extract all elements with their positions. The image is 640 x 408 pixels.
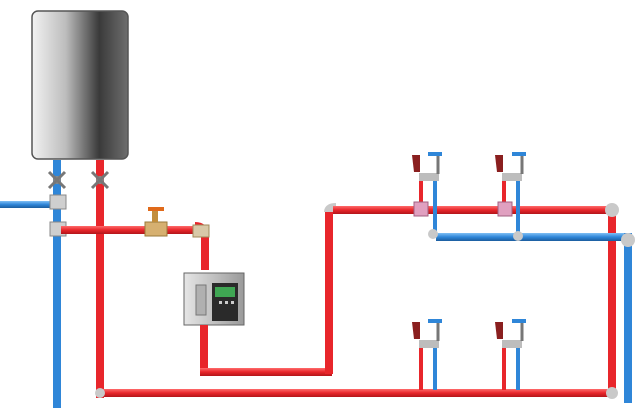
return-pipe-upper — [61, 222, 210, 270]
hot-return-bottom — [95, 387, 618, 399]
hot-water-outlet-pipe — [96, 160, 104, 398]
faucet-group-2 — [495, 152, 526, 241]
hot-valve-icon — [90, 170, 110, 190]
faucet-group-4 — [495, 319, 526, 390]
faucet-group-3 — [412, 319, 442, 390]
circulation-pump — [183, 272, 245, 326]
faucet-group-1 — [412, 152, 442, 239]
cold-supply-main — [436, 233, 635, 403]
cold-water-inlet-pipe — [0, 160, 61, 408]
water-heater — [31, 10, 129, 160]
watermark-text — [386, 374, 640, 408]
hot-supply-main — [333, 203, 619, 394]
cold-valve-icon — [47, 160, 67, 190]
check-valve-icon — [144, 207, 168, 237]
